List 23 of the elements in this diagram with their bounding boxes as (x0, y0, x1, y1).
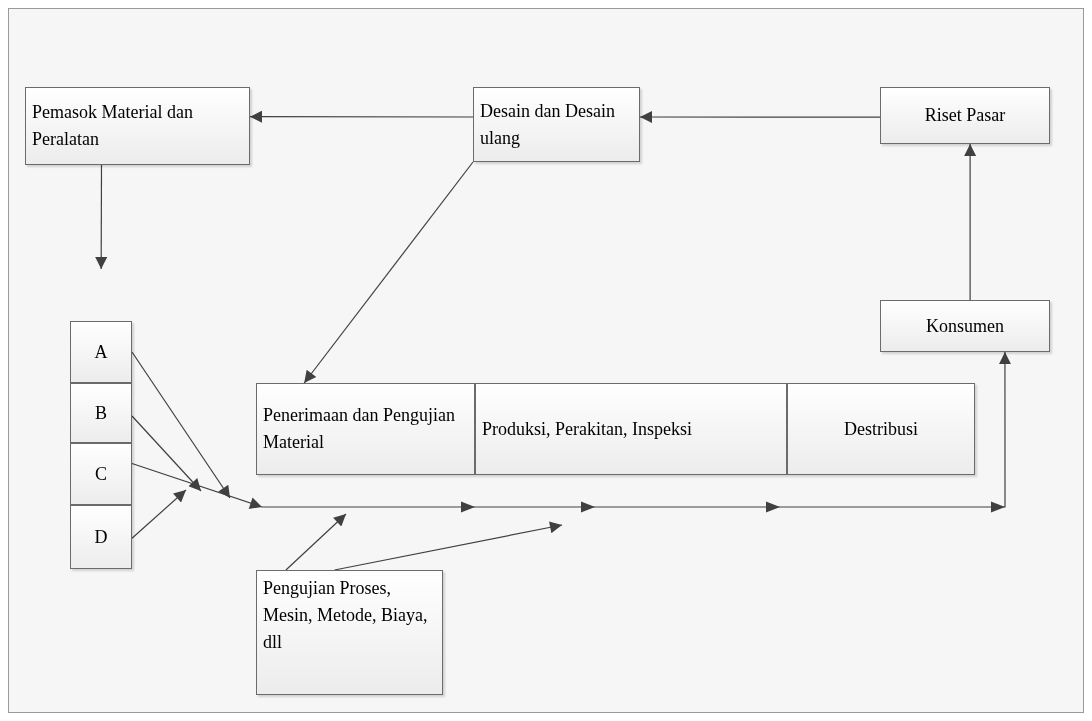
arrow (303, 161, 474, 384)
process-box: Penerimaan dan Pengujian Material (256, 383, 475, 475)
process-box: B (70, 383, 132, 443)
arrow (131, 415, 202, 492)
arrow (285, 513, 347, 571)
process-box: Pengujian Proses, Mesin, Metode, Biaya, dll (256, 570, 443, 695)
process-box: A (70, 321, 132, 383)
arrow (131, 462, 263, 509)
arrow (95, 164, 108, 270)
arrow (964, 143, 977, 301)
arrow (639, 111, 881, 123)
process-box: Desain dan Desain ulang (473, 87, 640, 162)
arrow (249, 110, 474, 123)
arrow (131, 351, 231, 499)
process-box: Riset Pasar (880, 87, 1050, 144)
process-box: Destribusi (787, 383, 975, 475)
process-box: Konsumen (880, 300, 1050, 352)
flow-arrow (261, 351, 1011, 513)
arrow (131, 489, 187, 539)
process-box: Produksi, Perakitan, Inspeksi (475, 383, 787, 475)
process-box: Pemasok Material dan Peralatan (25, 87, 250, 165)
process-box: D (70, 505, 132, 569)
process-box: C (70, 443, 132, 505)
